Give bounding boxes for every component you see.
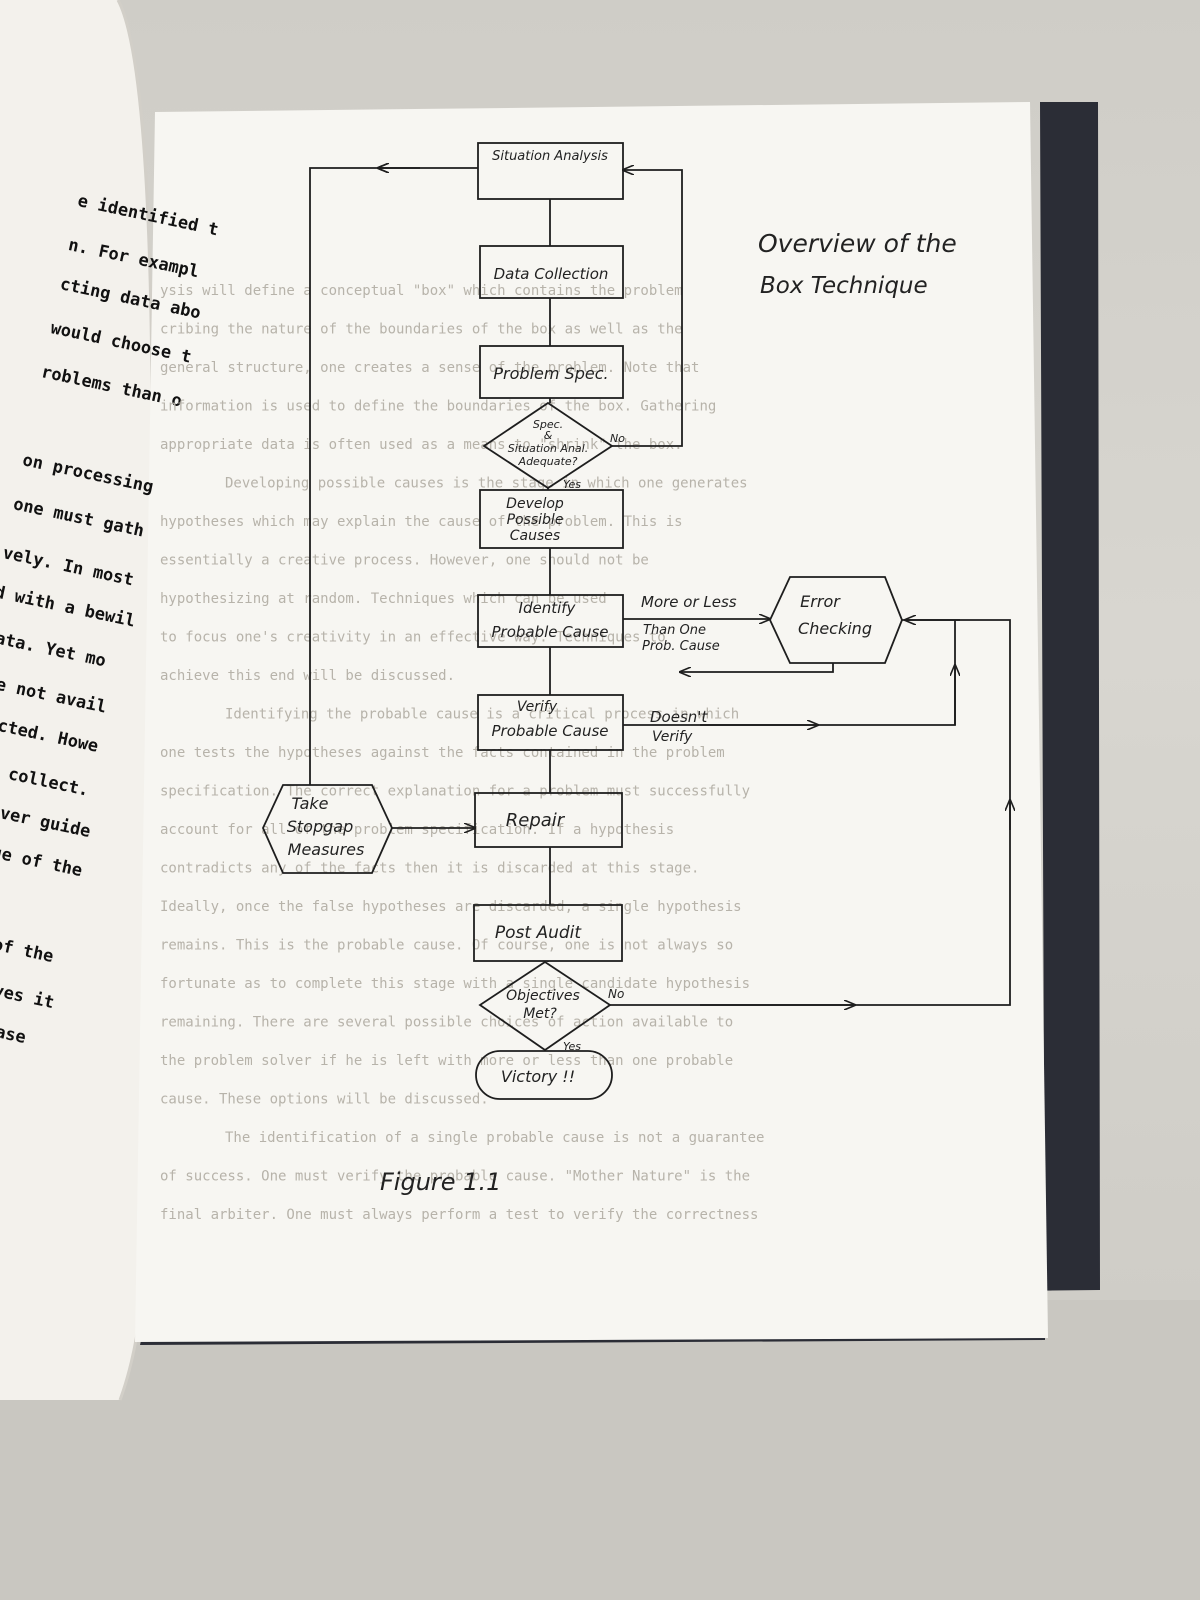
table-surface [0,1300,1200,1600]
victory-terminal [475,1050,613,1100]
show-through-line: hypotheses which may explain the cause o… [160,514,683,530]
show-through-line: the problem solver if he is left with mo… [160,1053,733,1069]
show-through-line: Identifying the probable cause is a crit… [225,707,739,723]
problem-spec-label: Problem Spec. [493,364,608,383]
stopgap-line2: Stopgap [287,817,354,836]
flowchart [262,142,1010,1100]
data-collection-box [479,245,624,299]
show-through-line: essentially a creative process. However,… [160,553,649,569]
show-through-line: specification. The correct explanation f… [160,784,750,800]
show-through-line: of success. One must verify the probable… [160,1169,750,1185]
show-through-line: one tests the hypotheses against the fac… [160,745,725,761]
show-through-line: The identification of a single probable … [225,1130,764,1146]
stopgap-line1: Take [291,794,328,813]
decision1-line3: Situation Anal. [508,442,588,455]
more-line1: More or Less [641,593,737,611]
show-through-line: Developing possible causes is the stage … [225,476,748,492]
situation-analysis-label: Situation Analysis [492,149,608,164]
decision2-line1: Objectives [506,988,580,1004]
show-through-line: account for all of the problem specifica… [160,822,674,838]
show-through-text: ysis will define a conceptual "box" whic… [160,283,764,1223]
figure-title-line2: Box Technique [760,273,928,299]
verify-line2: Probable Cause [491,722,608,740]
show-through-line: to focus one's creativity in an effectiv… [160,630,666,646]
show-through-line: final arbiter. One must always perform a… [160,1207,758,1223]
more-line2: Than One [643,623,706,638]
decision1-line1: Spec. [533,418,563,431]
no1-label: No [610,432,625,445]
error-line1: Error [800,592,841,611]
stopgap-line3: Measures [288,840,365,859]
verify-line1: Verify [517,699,558,715]
flowchart-labels: Situation Analysis Data Collection Probl… [287,149,872,1086]
show-through-line: general structure, one creates a sense o… [160,360,699,376]
show-through-line: cribing the nature of the boundaries of … [160,322,683,338]
stopgap-hexagon [262,784,393,874]
left-page [0,0,152,1400]
show-through-line: contradicts any of the facts then it is … [160,861,699,877]
doesnt-line2: Verify [652,729,693,745]
develop-line3: Causes [510,528,560,544]
show-through-line: Ideally, once the false hypotheses are d… [160,899,742,915]
decision2-line2: Met? [523,1006,557,1022]
identify-line2: Probable Cause [491,623,608,641]
problem-spec-box [479,345,624,399]
victory-label: Victory !! [501,1067,575,1086]
data-collection-label: Data Collection [494,265,609,283]
develop-causes-box [479,489,624,549]
figure-title: Overview of the Box Technique [758,229,957,299]
show-through-line: remaining. There are several possible ch… [160,1015,733,1031]
develop-line1: Develop [506,496,564,512]
decision1-line4: Adequate? [518,455,578,468]
no2-label: No [608,987,624,1001]
doesnt-line1: Doesn't [650,708,708,726]
repair-box [474,792,623,848]
develop-line2: Possible [507,512,564,528]
figure-title-line1: Overview of the [758,229,957,258]
show-through-line: cause. These options will be discussed. [160,1092,489,1108]
edge-labels: No Yes More or Less Than One Prob. Cause… [563,432,737,1053]
right-page [135,102,1048,1342]
yes1-label: Yes [563,478,581,491]
error-line2: Checking [798,619,872,638]
post-audit-label: Post Audit [495,923,582,943]
show-through-line: remains. This is the probable cause. Of … [160,938,733,954]
more-line3: Prob. Cause [642,639,720,654]
decision1-line2: & [544,429,553,442]
show-through-line: fortunate as to complete this stage with… [160,976,750,992]
figure-caption: Figure 1.1 [380,1168,501,1196]
yes2-label: Yes [563,1040,581,1053]
repair-label: Repair [506,810,566,831]
show-through-line: ysis will define a conceptual "box" whic… [160,283,683,299]
show-through-line: information is used to define the bounda… [160,399,716,415]
show-through-line: achieve this end will be discussed. [160,668,455,684]
identify-line1: Identify [519,599,577,617]
show-through-line: appropriate data is often used as a mean… [160,437,683,453]
